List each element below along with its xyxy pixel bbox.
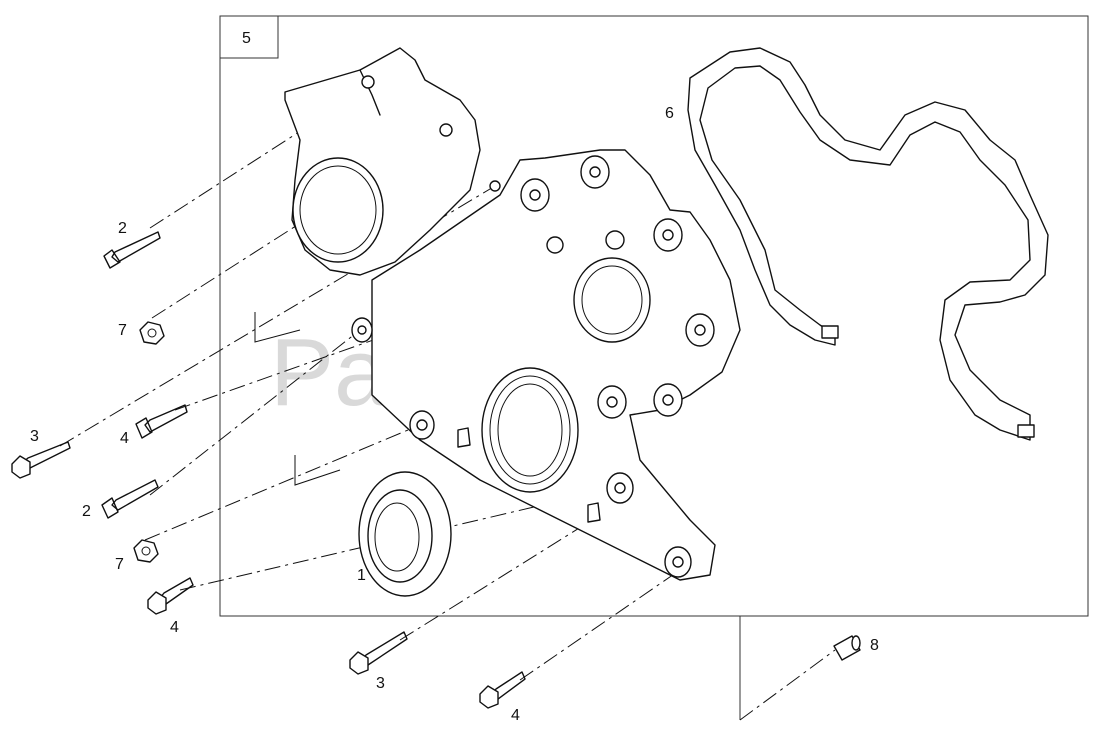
nut-lower bbox=[133, 539, 159, 563]
callout-screw-bottom: 4 bbox=[511, 707, 520, 724]
callout-bolt-bottom: 3 bbox=[376, 675, 385, 692]
bolt-bottom bbox=[349, 631, 408, 675]
callout-nut-lower: 7 bbox=[115, 556, 124, 573]
callout-seal: 1 bbox=[357, 567, 366, 584]
callout-gasket: 6 bbox=[665, 105, 674, 122]
callout-dowel: 8 bbox=[870, 637, 879, 654]
oil-seal bbox=[358, 471, 452, 597]
bolt-left bbox=[11, 441, 71, 479]
screw-left-upper bbox=[135, 404, 188, 439]
assembly-label-box bbox=[219, 15, 279, 59]
callout-screw-left-upper: 4 bbox=[120, 430, 129, 447]
screw-left-lower bbox=[147, 577, 194, 615]
timing-cover bbox=[284, 47, 741, 581]
gasket bbox=[687, 47, 1049, 441]
callout-screw-top: 2 bbox=[118, 220, 127, 237]
screw-left-mid bbox=[101, 479, 159, 519]
dowel-pin bbox=[833, 635, 861, 661]
callout-nut-top: 7 bbox=[118, 322, 127, 339]
screw-bottom bbox=[479, 671, 526, 709]
callout-screw-left-lower: 4 bbox=[170, 619, 179, 636]
fasteners bbox=[11, 231, 861, 709]
callout-bolt-left: 3 bbox=[30, 428, 39, 445]
assembly-box bbox=[219, 15, 1089, 720]
screw-top bbox=[103, 231, 161, 269]
callout-screw-left-mid: 2 bbox=[82, 503, 91, 520]
callout-box: 5 bbox=[242, 30, 251, 47]
pump-bore bbox=[292, 157, 384, 263]
callout-labels: 5 6 2 7 3 4 2 7 4 1 3 4 8 bbox=[30, 30, 879, 724]
nut-top bbox=[139, 321, 165, 345]
